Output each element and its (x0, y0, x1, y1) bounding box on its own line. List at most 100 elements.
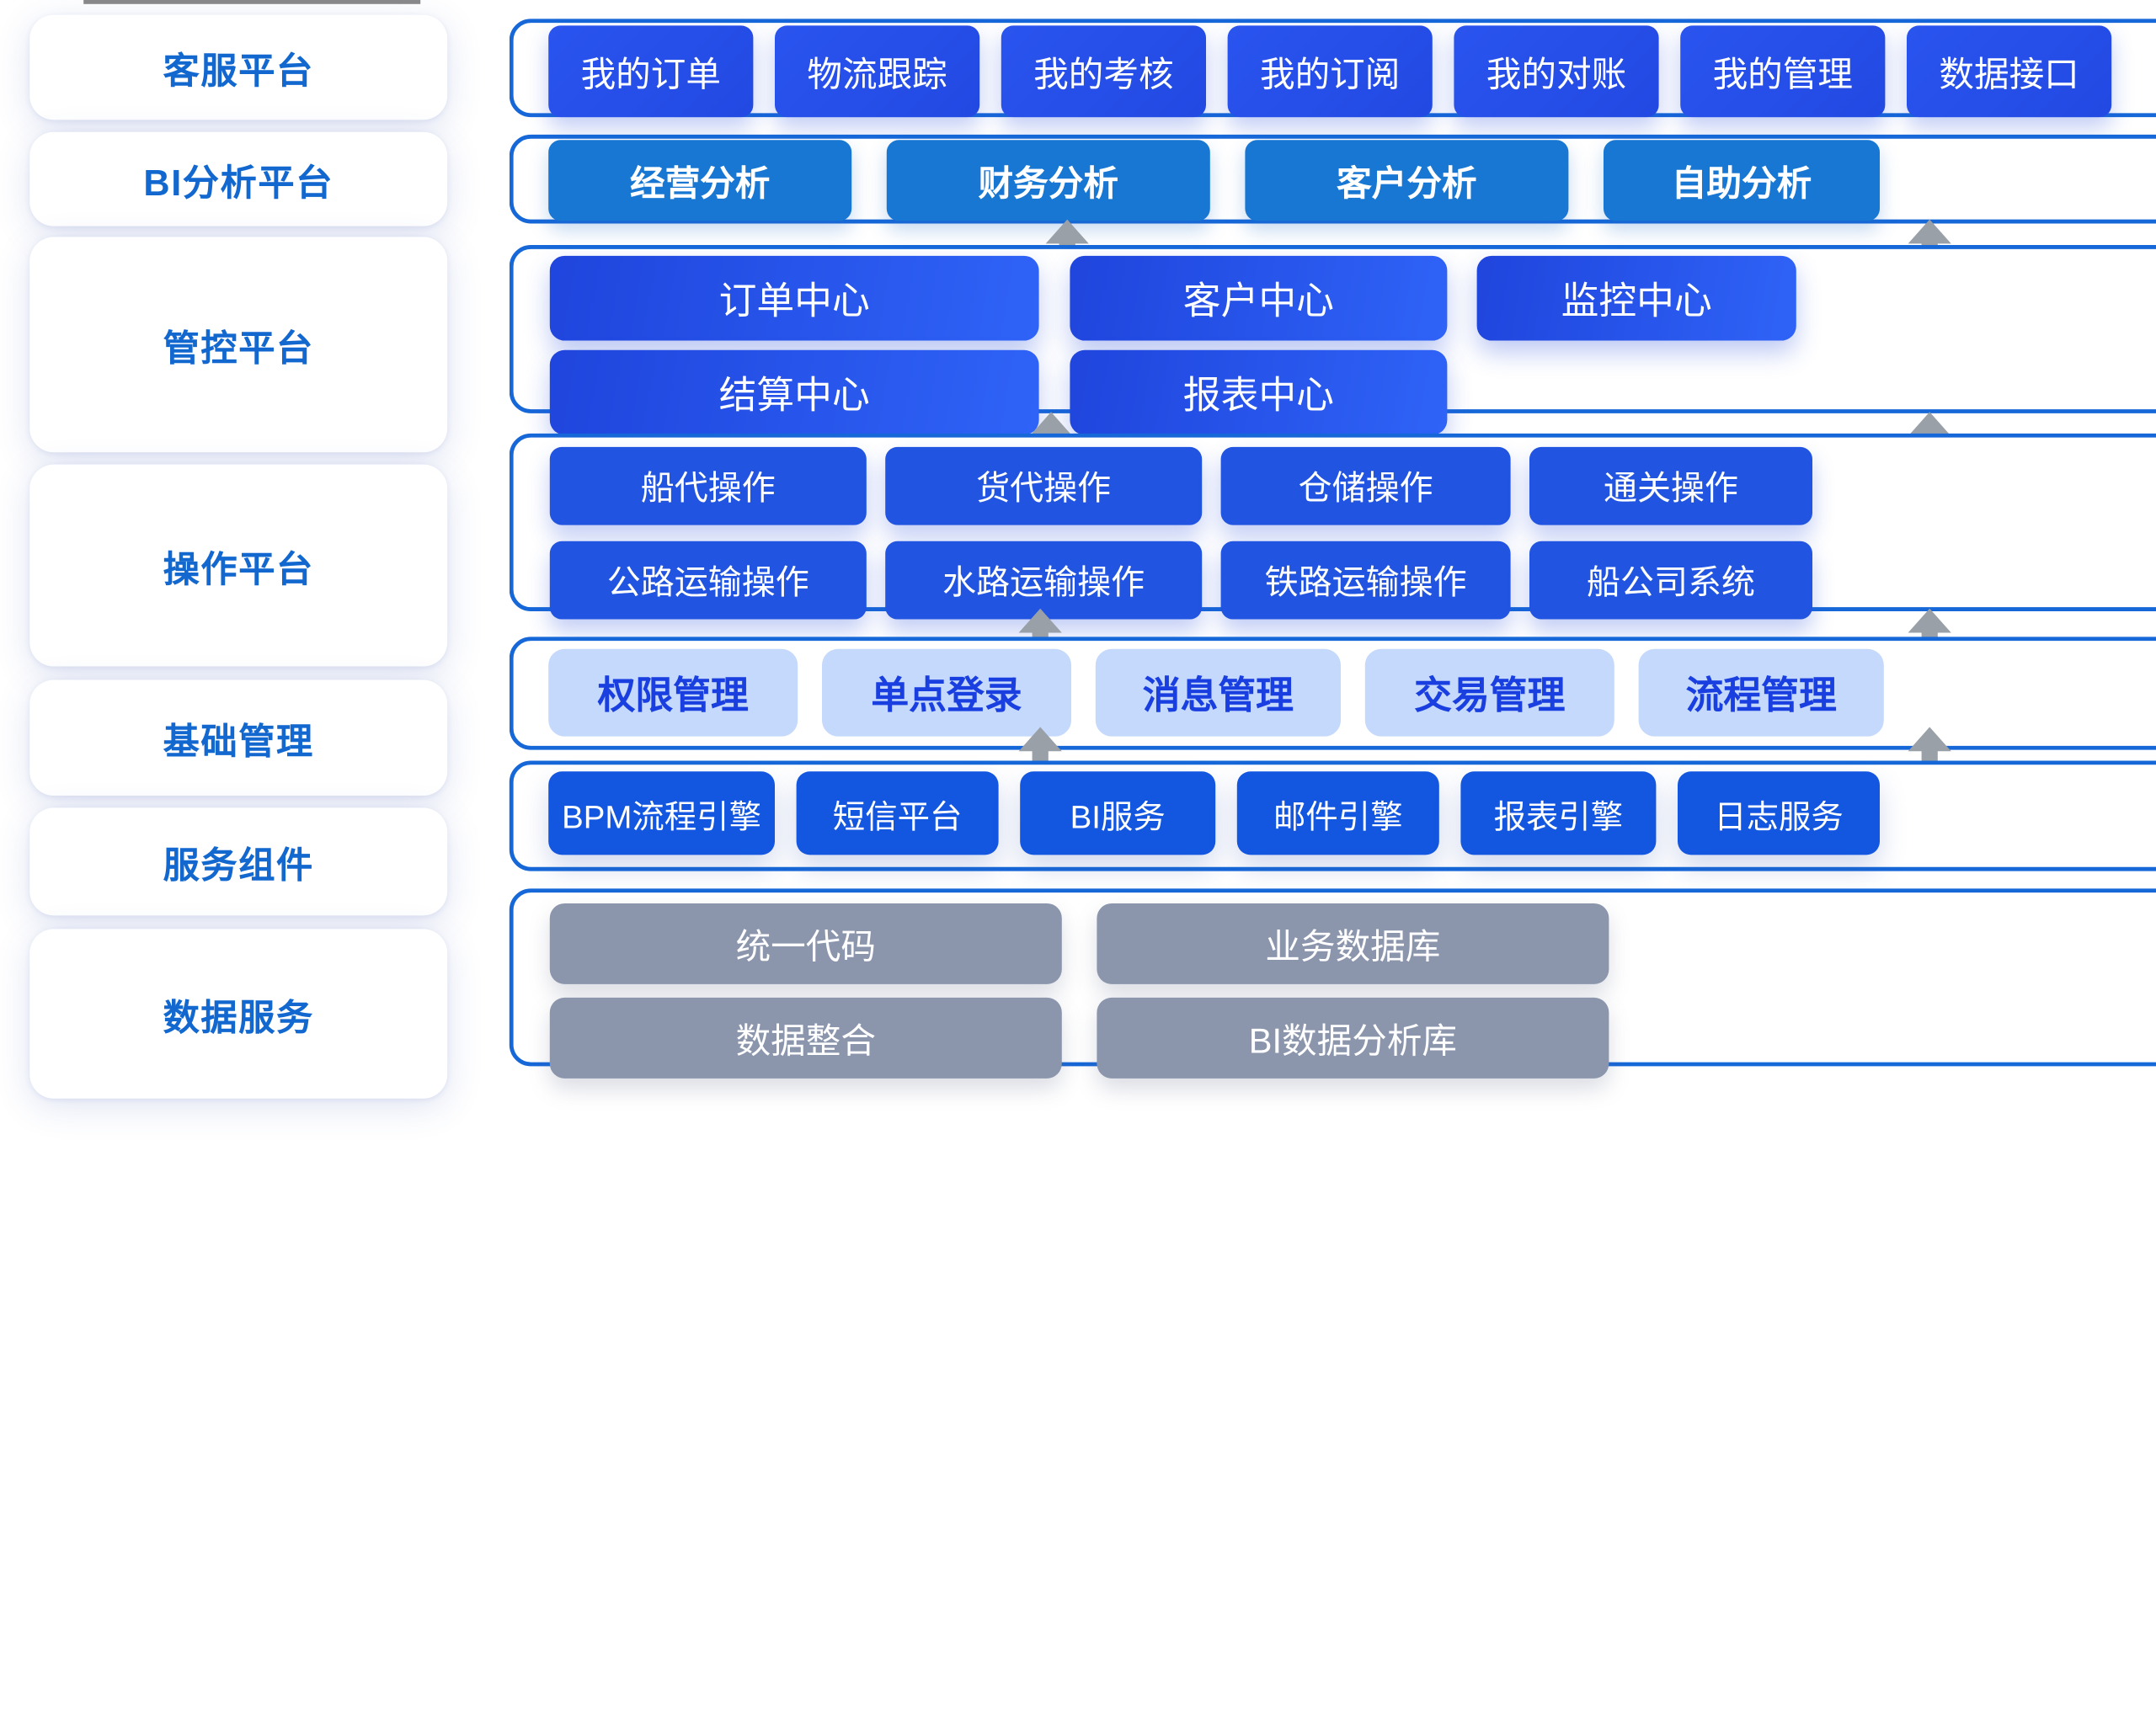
card-my-subscription[interactable]: 我的订阅 (1227, 25, 1433, 118)
card-label: BPM流程引擎 (562, 799, 761, 836)
section-service-components: BPM流程引擎 短信平台 BI服务 邮件引擎 报表引擎 日志服务 (509, 760, 2156, 871)
card-label: 财务分析 (978, 162, 1118, 203)
card-email-engine[interactable]: 邮件引擎 (1236, 771, 1439, 855)
card-label: 邮件引擎 (1273, 799, 1403, 836)
sidebar-item-customer-service-platform[interactable]: 客服平台 (29, 14, 448, 120)
card-label: 水路运输操作 (942, 563, 1145, 602)
card-settlement-center[interactable]: 结算中心 (549, 349, 1039, 435)
architecture-diagram: 客服平台 BI分析平台 管控平台 操作平台 基础管理 服务组件 数据服务 我的订… (29, 0, 2156, 1099)
card-label: 消息管理 (1142, 674, 1294, 716)
card-label: 我的对账 (1486, 53, 1627, 94)
card-my-reconciliation[interactable]: 我的对账 (1454, 25, 1659, 118)
card-label: 流程管理 (1685, 674, 1837, 716)
card-transaction-management[interactable]: 交易管理 (1364, 648, 1614, 737)
sidebar-label: 管控平台 (163, 328, 314, 369)
card-label: 权限管理 (597, 674, 749, 716)
sidebar-item-operation-platform[interactable]: 操作平台 (29, 464, 448, 667)
card-label: 监控中心 (1561, 279, 1712, 322)
card-warehouse-operation[interactable]: 仓储操作 (1220, 446, 1511, 525)
card-bi-service[interactable]: BI服务 (1020, 771, 1216, 855)
card-process-management[interactable]: 流程管理 (1638, 648, 1884, 737)
card-label: 自助分析 (1671, 162, 1812, 203)
sidebar-label: 服务组件 (163, 844, 314, 886)
card-label: BI数据分析库 (1248, 1020, 1458, 1061)
card-business-analysis[interactable]: 经营分析 (548, 140, 852, 221)
sidebar-label: 操作平台 (163, 548, 314, 589)
card-permission-management[interactable]: 权限管理 (548, 648, 798, 737)
card-logistics-tracking[interactable]: 物流跟踪 (775, 25, 980, 118)
card-label: 我的管理 (1712, 53, 1853, 94)
card-single-sign-on[interactable]: 单点登录 (822, 648, 1071, 737)
section-data-service: 统一代码 业务数据库 数据整合 BI数据分析库 (509, 888, 2156, 1079)
card-label: 我的订阅 (1259, 53, 1401, 94)
card-label: 船代操作 (640, 470, 776, 508)
sidebar-label: 数据服务 (163, 997, 314, 1038)
card-label: 我的订单 (580, 53, 721, 94)
section-control-platform: 订单中心 客户中心 监控中心 结算中心 报表中心 (509, 245, 2156, 435)
card-log-service[interactable]: 日志服务 (1678, 771, 1880, 855)
card-report-engine[interactable]: 报表引擎 (1460, 771, 1657, 855)
sidebar-item-data-service[interactable]: 数据服务 (29, 929, 448, 1099)
card-label: 我的考核 (1033, 53, 1174, 94)
section-operation-platform: 船代操作 货代操作 仓储操作 通关操作 公路运输操作 水路运输操作 铁路运输操作 (509, 433, 2156, 620)
card-monitor-center[interactable]: 监控中心 (1476, 255, 1796, 341)
card-financial-analysis[interactable]: 财务分析 (886, 140, 1210, 221)
card-label: 客户中心 (1182, 279, 1334, 322)
card-label: 仓储操作 (1298, 470, 1433, 508)
card-label: 数据接口 (1939, 53, 2079, 94)
card-message-management[interactable]: 消息管理 (1095, 648, 1341, 737)
card-label: 业务数据库 (1265, 925, 1441, 967)
card-waterway-transport-operation[interactable]: 水路运输操作 (885, 541, 1203, 620)
card-label: 交易管理 (1414, 674, 1566, 716)
card-road-transport-operation[interactable]: 公路运输操作 (549, 541, 867, 620)
sidebar-item-base-management[interactable]: 基础管理 (29, 679, 448, 796)
card-label: 通关操作 (1603, 470, 1738, 508)
card-label: 统一代码 (735, 925, 876, 967)
card-bpm-process-engine[interactable]: BPM流程引擎 (548, 771, 775, 855)
card-label: 公路运输操作 (606, 563, 809, 602)
card-label: 铁路运输操作 (1264, 563, 1467, 602)
card-label: BI服务 (1070, 799, 1166, 836)
card-sms-platform[interactable]: 短信平台 (796, 771, 999, 855)
section-base-management: 权限管理 单点登录 消息管理 交易管理 流程管理 (509, 637, 2156, 750)
card-customs-operation[interactable]: 通关操作 (1529, 446, 1812, 525)
sidebar-label: BI分析平台 (143, 162, 334, 203)
card-my-assessment[interactable]: 我的考核 (1001, 25, 1206, 118)
top-edge-strip (83, 0, 421, 4)
card-order-center[interactable]: 订单中心 (549, 255, 1039, 341)
section-customer-service-platform: 我的订单 物流跟踪 我的考核 我的订阅 我的对账 我的管理 数据接口 (509, 19, 2156, 118)
card-label: 数据整合 (735, 1020, 876, 1061)
sidebar-label: 基础管理 (163, 721, 314, 762)
card-shipping-company-system[interactable]: 船公司系统 (1529, 541, 1812, 620)
sidebar-item-control-platform[interactable]: 管控平台 (29, 237, 448, 453)
card-business-database[interactable]: 业务数据库 (1097, 903, 1609, 984)
card-customer-center[interactable]: 客户中心 (1070, 255, 1448, 341)
card-label: 日志服务 (1714, 799, 1844, 836)
card-unified-code[interactable]: 统一代码 (549, 903, 1062, 984)
card-label: 短信平台 (832, 799, 963, 836)
card-railway-transport-operation[interactable]: 铁路运输操作 (1220, 541, 1511, 620)
card-label: 客户分析 (1337, 162, 1477, 203)
sidebar-item-bi-analysis-platform[interactable]: BI分析平台 (29, 131, 448, 226)
card-self-service-analysis[interactable]: 自助分析 (1604, 140, 1880, 221)
card-label: 物流跟踪 (807, 53, 947, 94)
card-bi-data-analysis-database[interactable]: BI数据分析库 (1097, 997, 1609, 1079)
card-data-interface[interactable]: 数据接口 (1907, 25, 2112, 118)
card-my-management[interactable]: 我的管理 (1680, 25, 1886, 118)
card-label: 经营分析 (629, 162, 771, 203)
card-label: 船公司系统 (1586, 563, 1755, 602)
card-data-integration[interactable]: 数据整合 (549, 997, 1062, 1079)
sidebar-item-service-components[interactable]: 服务组件 (29, 807, 448, 916)
card-my-orders[interactable]: 我的订单 (548, 25, 754, 118)
card-label: 订单中心 (718, 279, 870, 322)
card-label: 货代操作 (976, 470, 1112, 508)
card-label: 报表中心 (1182, 373, 1334, 416)
card-label: 报表引擎 (1493, 799, 1624, 836)
card-label: 单点登录 (871, 674, 1022, 716)
sidebar-label: 客服平台 (163, 50, 314, 91)
card-report-center[interactable]: 报表中心 (1070, 349, 1448, 435)
card-customer-analysis[interactable]: 客户分析 (1245, 140, 1569, 221)
card-label: 结算中心 (718, 373, 870, 416)
card-freight-forwarding-operation[interactable]: 货代操作 (885, 446, 1203, 525)
card-shipping-agency-operation[interactable]: 船代操作 (549, 446, 867, 525)
